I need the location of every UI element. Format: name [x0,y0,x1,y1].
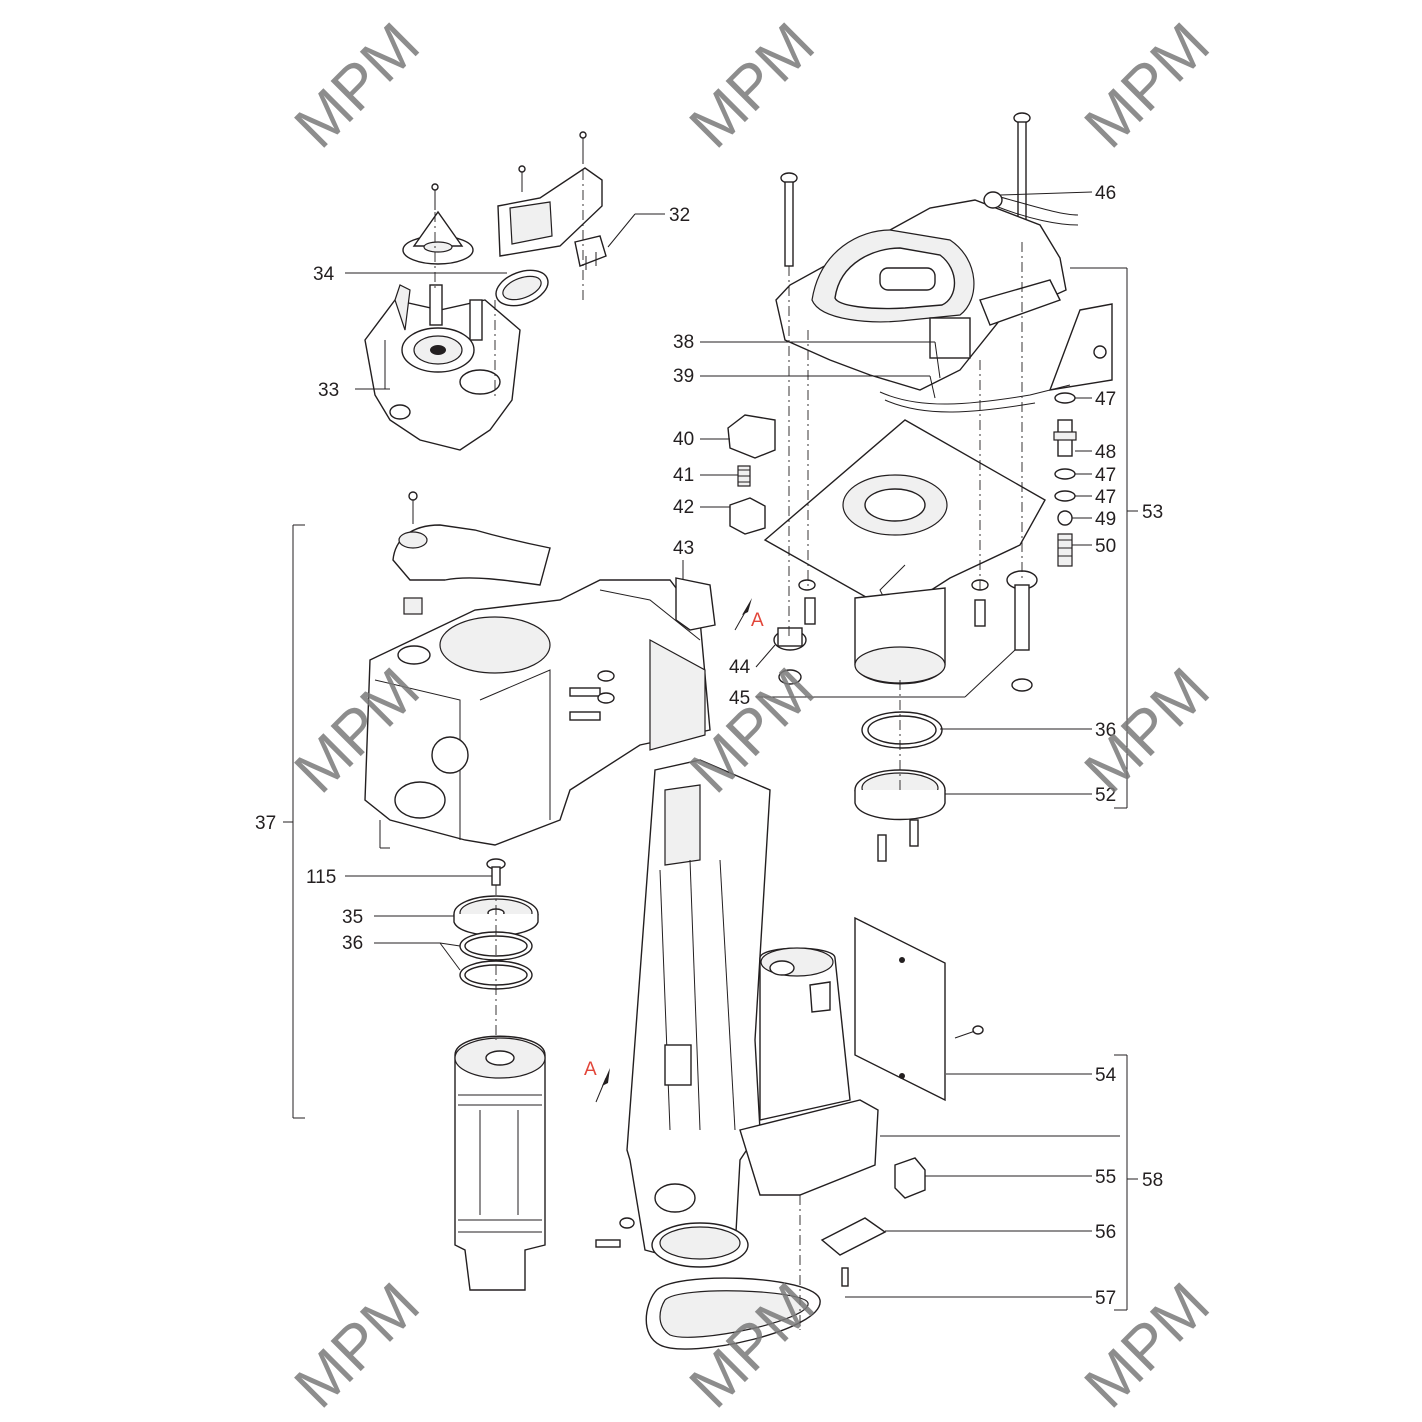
tower-assembly [595,759,984,1350]
callout-40: 40 [673,429,694,450]
callout-48: 48 [1095,442,1116,463]
callout-47-bottom: 47 [1095,487,1116,508]
callout-37: 37 [255,813,276,834]
gear-ring-base [651,1183,749,1268]
plate-part-56 [820,1217,887,1287]
main-housing-part-33 [364,170,584,451]
section-marker-lower: A [584,1059,597,1080]
cone-cap [402,210,474,265]
bracket-part-43 [675,577,716,631]
callout-39: 39 [673,366,694,387]
callout-41: 41 [673,465,694,486]
motor-body [759,947,851,1121]
watermark-2: MPM [677,10,828,161]
callout-labels: 32 33 34 35 36 36 37 38 39 40 41 42 43 4… [255,183,1163,1309]
seal-part-47 [1054,392,1076,502]
upper-right-assembly [727,112,1113,862]
nut-part-45 [778,669,802,685]
gear-part-44 [773,627,807,651]
watermark-3: MPM [1072,10,1223,161]
callout-33: 33 [318,380,339,401]
callout-49: 49 [1095,509,1116,530]
base-plate [763,419,1046,611]
callout-42: 42 [673,497,694,518]
upper-left-assembly [364,131,607,451]
callout-43: 43 [673,538,694,559]
callout-34: 34 [313,264,335,285]
screw-top [408,491,418,524]
spring-part-41 [737,465,751,487]
pins-side [569,670,615,721]
callout-36-left: 36 [342,933,363,954]
top-frame [775,191,1113,413]
ring-part-36-right [861,711,943,749]
callout-44: 44 [729,657,751,678]
spring-small [403,597,423,615]
callout-52: 52 [1095,785,1116,806]
belt-part-57 [645,1277,821,1350]
shaft-right [1006,570,1038,692]
bracket-part-40 [727,414,776,459]
brew-cylinder [454,1035,546,1291]
sensor-part-55 [894,1157,926,1199]
housing-block [364,579,711,846]
leader-lines [283,191,1138,1311]
screw-gear [595,1217,635,1248]
callout-38: 38 [673,332,694,353]
board-part-54 [854,916,984,1102]
oval-seal-part-34 [495,269,549,307]
callout-58: 58 [1142,1170,1163,1191]
callout-47-middle: 47 [1095,465,1116,486]
slider-part-42 [729,497,766,535]
screw-top-left [431,131,587,210]
watermark-7: MPM [282,1270,433,1421]
callout-47-top: 47 [1095,389,1116,410]
bracket-part-32 [497,167,607,270]
drive-motor [854,587,946,685]
callout-54: 54 [1095,1065,1117,1086]
callout-57: 57 [1095,1288,1116,1309]
callout-46: 46 [1095,183,1116,204]
section-arrows [595,598,752,1103]
callout-32: 32 [669,205,690,226]
long-bolt-left [780,172,798,267]
callout-55: 55 [1095,1167,1116,1188]
callout-45: 45 [729,688,750,709]
callout-50: 50 [1095,536,1116,557]
callout-56: 56 [1095,1222,1116,1243]
brewing-unit-assembly [364,491,716,1291]
lever-arm [392,524,551,586]
spring-part-50 [1057,533,1073,567]
base-bracket [739,1099,879,1196]
tower-frame [626,759,771,1263]
callout-115: 115 [306,867,336,888]
callout-53: 53 [1142,502,1163,523]
callout-36-right: 36 [1095,720,1116,741]
section-marker-upper: A [751,610,764,631]
callout-35: 35 [342,907,363,928]
screw-part-115 [486,858,506,886]
watermark-1: MPM [282,10,433,161]
valve-part-48 [1053,419,1077,457]
ball-part-49 [1057,510,1073,526]
